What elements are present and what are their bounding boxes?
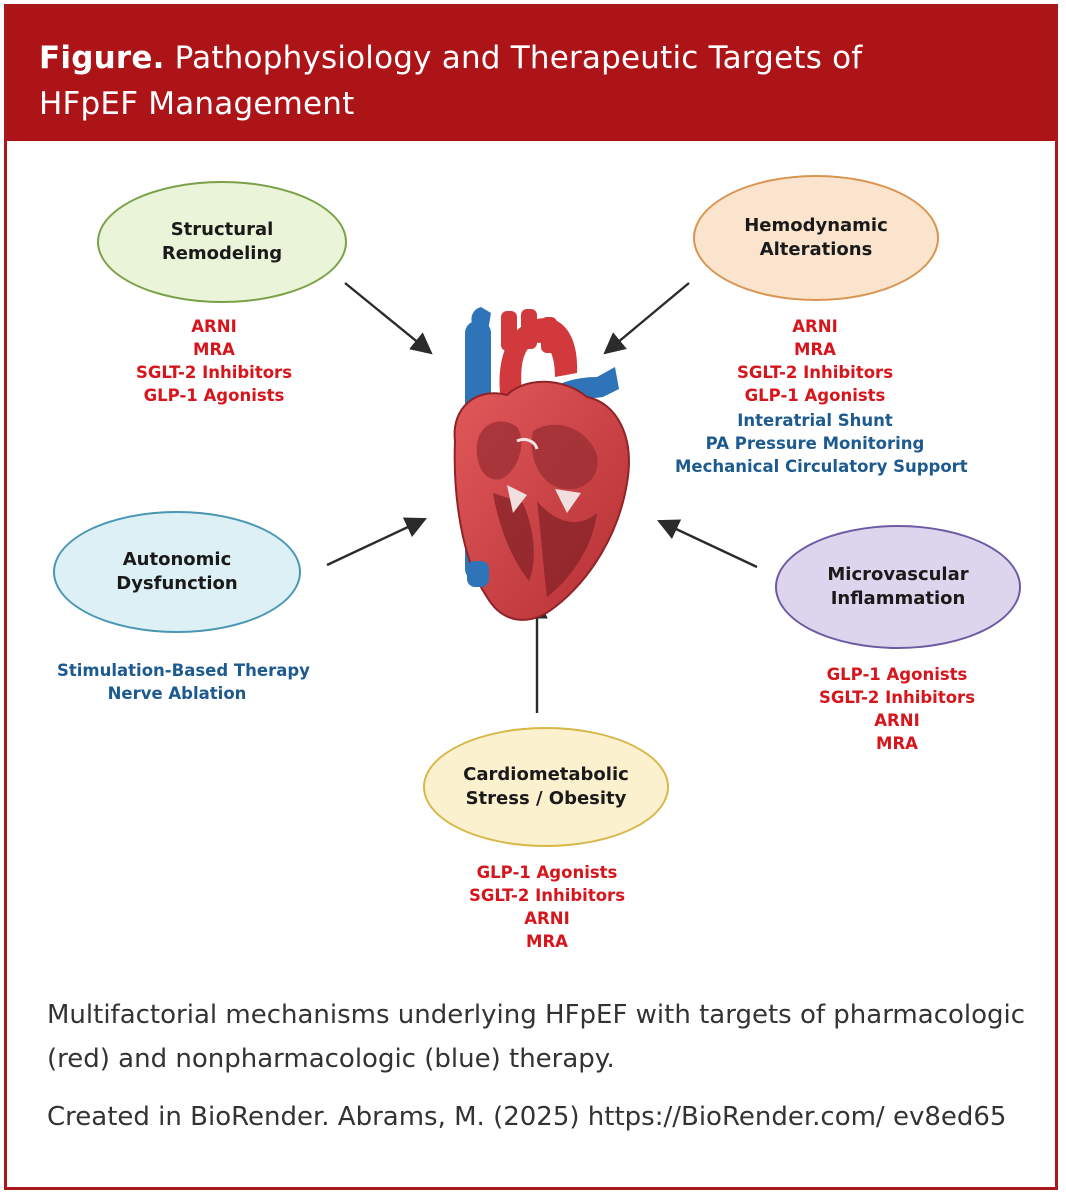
node-structural-remodeling-label: Structural Remodeling <box>161 219 283 264</box>
therapies-microvascular: GLP-1 Agonists SGLT-2 Inhibitors ARNI MR… <box>797 663 997 755</box>
therapy-item: ARNI <box>792 317 838 336</box>
therapy-item: MRA <box>876 734 918 753</box>
therapy-item: SGLT-2 Inhibitors <box>818 688 976 707</box>
node-cardiometabolic-stress: Cardiometabolic Stress / Obesity <box>423 727 669 847</box>
arrow-microvascular-to-heart <box>657 519 758 569</box>
therapy-item: Interatrial Shunt <box>737 411 893 430</box>
therapy-item: GLP-1 Agonists <box>143 386 285 405</box>
heart-anatomy-icon <box>453 307 630 621</box>
therapy-item: SGLT-2 Inhibitors <box>468 886 626 905</box>
therapy-item: GLP-1 Agonists <box>744 386 886 405</box>
therapy-item: PA Pressure Monitoring <box>705 434 925 453</box>
arrow-autonomic-to-heart <box>326 517 427 567</box>
therapy-item: SGLT-2 Inhibitors <box>736 363 894 382</box>
therapy-item: GLP-1 Agonists <box>476 863 618 882</box>
therapies-structural: ARNI MRA SGLT-2 Inhibitors GLP-1 Agonist… <box>111 315 317 407</box>
figure-label: Figure. <box>39 40 165 76</box>
therapy-item: Nerve Ablation <box>107 684 247 703</box>
therapies-autonomic: Stimulation-Based Therapy Nerve Ablation <box>57 659 310 705</box>
therapy-item: MRA <box>193 340 235 359</box>
therapy-item: SGLT-2 Inhibitors <box>135 363 293 382</box>
figure-caption: Multifactorial mechanisms underlying HFp… <box>47 1000 1026 1074</box>
figure-frame: Figure. Pathophysiology and Therapeutic … <box>4 4 1058 1190</box>
therapy-item: ARNI <box>524 909 570 928</box>
arrow-structural-to-heart <box>344 282 433 355</box>
therapy-item: Stimulation-Based Therapy <box>57 661 310 680</box>
therapy-item: MRA <box>526 932 568 951</box>
figure-header: Figure. Pathophysiology and Therapeutic … <box>7 7 1055 141</box>
figure-title-text: Pathophysiology and Therapeutic Targets … <box>39 40 863 122</box>
therapy-item: Mechanical Circulatory Support <box>675 457 968 476</box>
node-structural-remodeling: Structural Remodeling <box>97 181 347 303</box>
therapy-item: ARNI <box>874 711 920 730</box>
therapies-cardiometabolic: GLP-1 Agonists SGLT-2 Inhibitors ARNI MR… <box>447 861 647 953</box>
diagram-graphics <box>326 282 758 713</box>
figure-title: Figure. Pathophysiology and Therapeutic … <box>39 35 939 127</box>
node-hemodynamic-alterations-label: Hemodynamic Alterations <box>744 215 888 260</box>
node-autonomic-dysfunction: Autonomic Dysfunction <box>53 511 301 633</box>
node-autonomic-dysfunction-label: Autonomic Dysfunction <box>116 549 238 594</box>
arrow-hemodynamic-to-heart <box>603 282 690 355</box>
pathophysiology-diagram: Structural Remodeling ARNI MRA SGLT-2 In… <box>7 141 1055 981</box>
therapy-item: MRA <box>794 340 836 359</box>
therapy-item: GLP-1 Agonists <box>826 665 968 684</box>
node-microvascular-inflammation: Microvascular Inflammation <box>775 525 1021 649</box>
therapies-hemodynamic: ARNI MRA SGLT-2 Inhibitors GLP-1 Agonist… <box>675 315 968 478</box>
therapy-item: ARNI <box>191 317 237 336</box>
node-hemodynamic-alterations: Hemodynamic Alterations <box>693 175 939 301</box>
node-microvascular-inflammation-label: Microvascular Inflammation <box>827 564 969 609</box>
figure-credit: Created in BioRender. Abrams, M. (2025) … <box>47 1102 1007 1132</box>
node-cardiometabolic-stress-label: Cardiometabolic Stress / Obesity <box>463 764 629 809</box>
